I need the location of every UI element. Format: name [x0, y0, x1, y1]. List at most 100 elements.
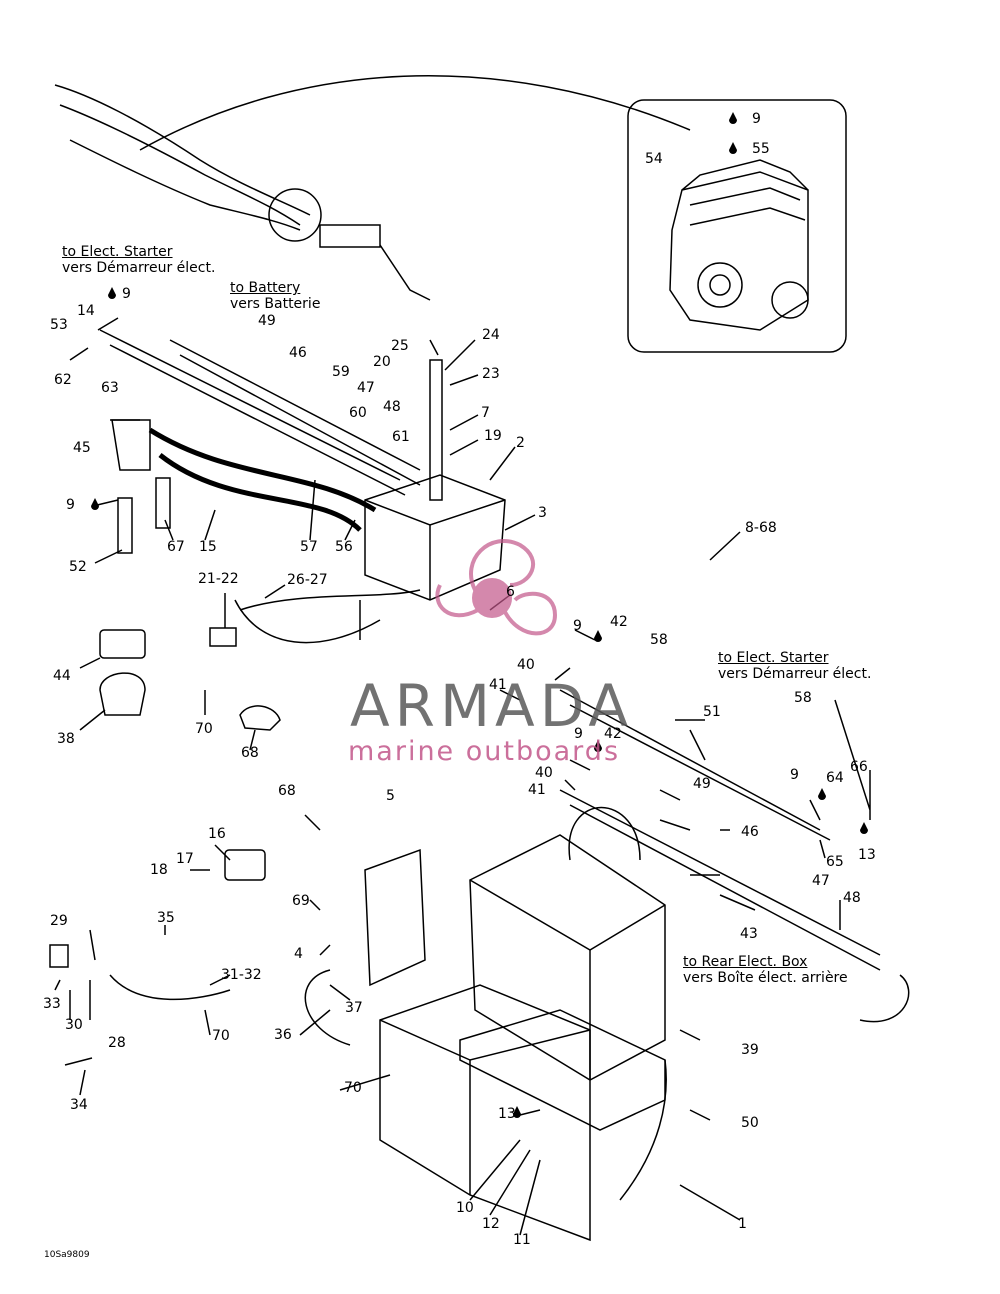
- engine-drawing: [669, 159, 809, 331]
- callout-65: 65: [826, 854, 844, 870]
- callout-59: 59: [332, 364, 350, 380]
- callout-58: 58: [650, 632, 668, 648]
- watermark-logo-icon: [435, 539, 558, 636]
- callout-68: 68: [278, 783, 296, 799]
- starter-cable-upper: [99, 329, 421, 496]
- callout-3: 3: [538, 505, 547, 521]
- callout-40: 40: [535, 765, 553, 781]
- drawing-code: 10Sa9809: [44, 1250, 90, 1260]
- callout-45: 45: [73, 440, 91, 456]
- callout-13: 13: [858, 847, 876, 863]
- callout-10: 10: [456, 1200, 474, 1216]
- electrical-box: [364, 359, 506, 601]
- callout-9: 9: [752, 111, 761, 127]
- callout-16: 16: [208, 826, 226, 842]
- callout-13: 13: [498, 1106, 516, 1122]
- callout-64: 64: [826, 770, 844, 786]
- callout-21-22: 21-22: [198, 571, 239, 587]
- callout-37: 37: [345, 1000, 363, 1016]
- callout-25: 25: [391, 338, 409, 354]
- callout-9: 9: [122, 286, 131, 302]
- callout-41: 41: [489, 677, 507, 693]
- callout-9: 9: [66, 497, 75, 513]
- callout-33: 33: [43, 996, 61, 1012]
- callout-46: 46: [741, 824, 759, 840]
- starter-cable-right: [559, 689, 831, 841]
- callout-48: 48: [843, 890, 861, 906]
- bracket: [364, 848, 426, 987]
- callout-28: 28: [108, 1035, 126, 1051]
- callout-55: 55: [752, 141, 770, 157]
- callout-50: 50: [741, 1115, 759, 1131]
- callout-24: 24: [482, 327, 500, 343]
- callout-46: 46: [289, 345, 307, 361]
- callout-18: 18: [150, 862, 168, 878]
- callout-31-32: 31-32: [221, 967, 262, 983]
- callout-5: 5: [386, 788, 395, 804]
- callout-68: 68: [241, 745, 259, 761]
- callout-40: 40: [517, 657, 535, 673]
- callout-49: 49: [693, 776, 711, 792]
- callout-17: 17: [176, 851, 194, 867]
- engine-inset-frame: [627, 99, 847, 353]
- callout-9: 9: [790, 767, 799, 783]
- callout-49: 49: [258, 313, 276, 329]
- callout-2: 2: [516, 435, 525, 451]
- callout-30: 30: [65, 1017, 83, 1033]
- callout-11: 11: [513, 1232, 531, 1248]
- callout-34: 34: [70, 1097, 88, 1113]
- callout-9: 9: [574, 726, 583, 742]
- callout-35: 35: [157, 910, 175, 926]
- callout-66: 66: [850, 759, 868, 775]
- callout-43: 43: [740, 926, 758, 942]
- callout-61: 61: [392, 429, 410, 445]
- callout-56: 56: [335, 539, 353, 555]
- callout-9: 9: [573, 618, 582, 634]
- callout-41: 41: [528, 782, 546, 798]
- rear-cable: [559, 789, 910, 1023]
- callout-69: 69: [292, 893, 310, 909]
- callout-63: 63: [101, 380, 119, 396]
- callout-70: 70: [212, 1028, 230, 1044]
- callout-39: 39: [741, 1042, 759, 1058]
- callout-47: 47: [812, 873, 830, 889]
- callout-53: 53: [50, 317, 68, 333]
- callout-38: 38: [57, 731, 75, 747]
- callout-12: 12: [482, 1216, 500, 1232]
- callout-14: 14: [77, 303, 95, 319]
- battery-box: [379, 984, 667, 1242]
- callout-26-27: 26-27: [287, 572, 328, 588]
- callout-23: 23: [482, 366, 500, 382]
- callout-20: 20: [373, 354, 391, 370]
- callout-51: 51: [703, 704, 721, 720]
- callout-7: 7: [481, 405, 490, 421]
- callout-54: 54: [645, 151, 663, 167]
- callout-47: 47: [357, 380, 375, 396]
- callout-42: 42: [610, 614, 628, 630]
- callout-48: 48: [383, 399, 401, 415]
- callout-8-68: 8-68: [745, 520, 777, 536]
- callout-60: 60: [349, 405, 367, 421]
- callout-44: 44: [53, 668, 71, 684]
- callout-36: 36: [274, 1027, 292, 1043]
- callout-52: 52: [69, 559, 87, 575]
- callout-1: 1: [738, 1216, 747, 1232]
- spark-plug-leads: [148, 427, 377, 532]
- callout-70: 70: [195, 721, 213, 737]
- callout-58: 58: [794, 690, 812, 706]
- callout-29: 29: [50, 913, 68, 929]
- callout-67: 67: [167, 539, 185, 555]
- battery: [469, 806, 666, 1081]
- callout-62: 62: [54, 372, 72, 388]
- callout-42: 42: [604, 726, 622, 742]
- callout-19: 19: [484, 428, 502, 444]
- callout-4: 4: [294, 946, 303, 962]
- callout-6: 6: [506, 584, 515, 600]
- main-harness: [54, 75, 691, 301]
- callout-57: 57: [300, 539, 318, 555]
